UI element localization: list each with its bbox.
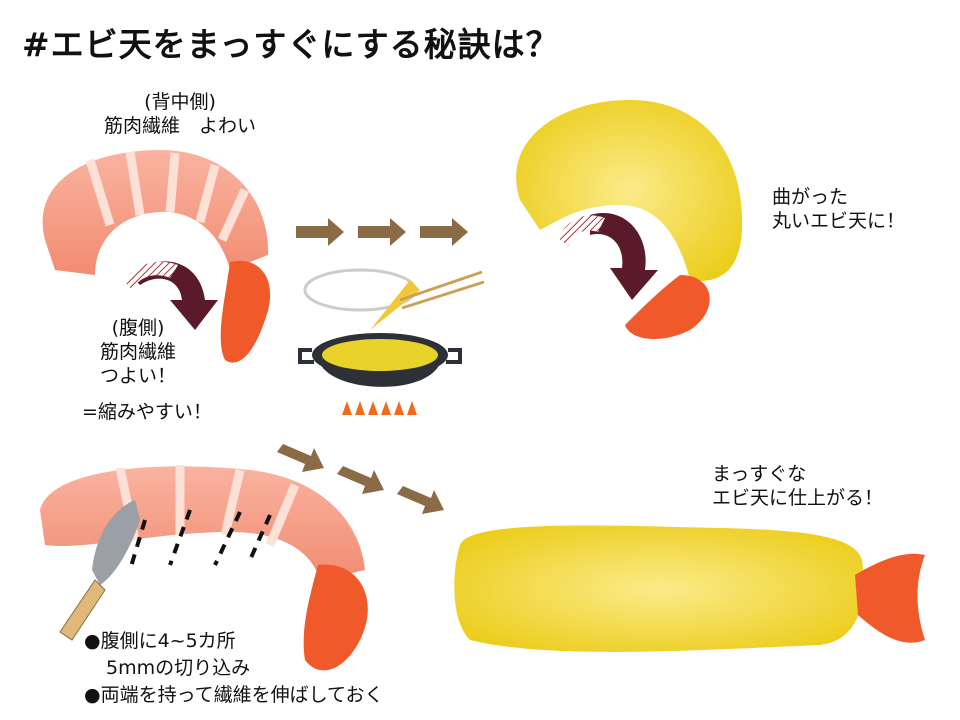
frying-pot-illustration (298, 268, 485, 415)
tip-1-cont: 5mmの切り込み (106, 657, 251, 679)
tip-2: ●両端を持って繊維を伸ばしておく (84, 684, 384, 706)
curved-tempura-illustration (516, 100, 743, 340)
curved-shrimp-illustration (42, 150, 271, 363)
straight-shrimp-illustration (40, 465, 368, 671)
belly-side-label: (腹側) (111, 317, 165, 339)
tips-list: ●腹側に4~5カ所 5mmの切り込み ●両端を持って繊維を伸ばしておく (84, 628, 384, 709)
back-side-text: 筋肉繊維 よわい (103, 115, 256, 137)
shrink-note: =縮みやすい！ (82, 401, 212, 423)
back-side-note: (背中側) 筋肉繊維 よわい (80, 90, 280, 138)
page-title: #エビ天をまっすぐにする秘訣は？ (22, 25, 560, 64)
straight-result-line2: エビ天に仕上がる！ (712, 487, 884, 509)
straight-result-note: まっすぐな エビ天に仕上がる！ (712, 462, 883, 510)
curved-result-line2: 丸いエビ天に！ (772, 210, 906, 232)
process-arrows-top (296, 218, 468, 246)
back-side-label: (背中側) (144, 91, 216, 113)
tip-1: ●腹側に4~5カ所 (84, 630, 236, 652)
belly-side-line1: 筋肉繊維 (99, 341, 176, 363)
straight-result-line1: まっすぐな (712, 463, 807, 485)
belly-side-line2: つよい！ (99, 365, 176, 387)
hatched-area-icon (125, 261, 178, 290)
straight-tempura-illustration (454, 525, 925, 652)
curved-result-note: 曲がった 丸いエビ天に！ (772, 185, 905, 233)
curl-arrow-icon (130, 261, 218, 330)
curved-result-line1: 曲がった (772, 186, 849, 208)
belly-side-note: (腹側) 筋肉繊維 つよい！ (78, 316, 198, 388)
process-arrows-bottom (277, 444, 444, 514)
knife-icon (59, 500, 140, 641)
